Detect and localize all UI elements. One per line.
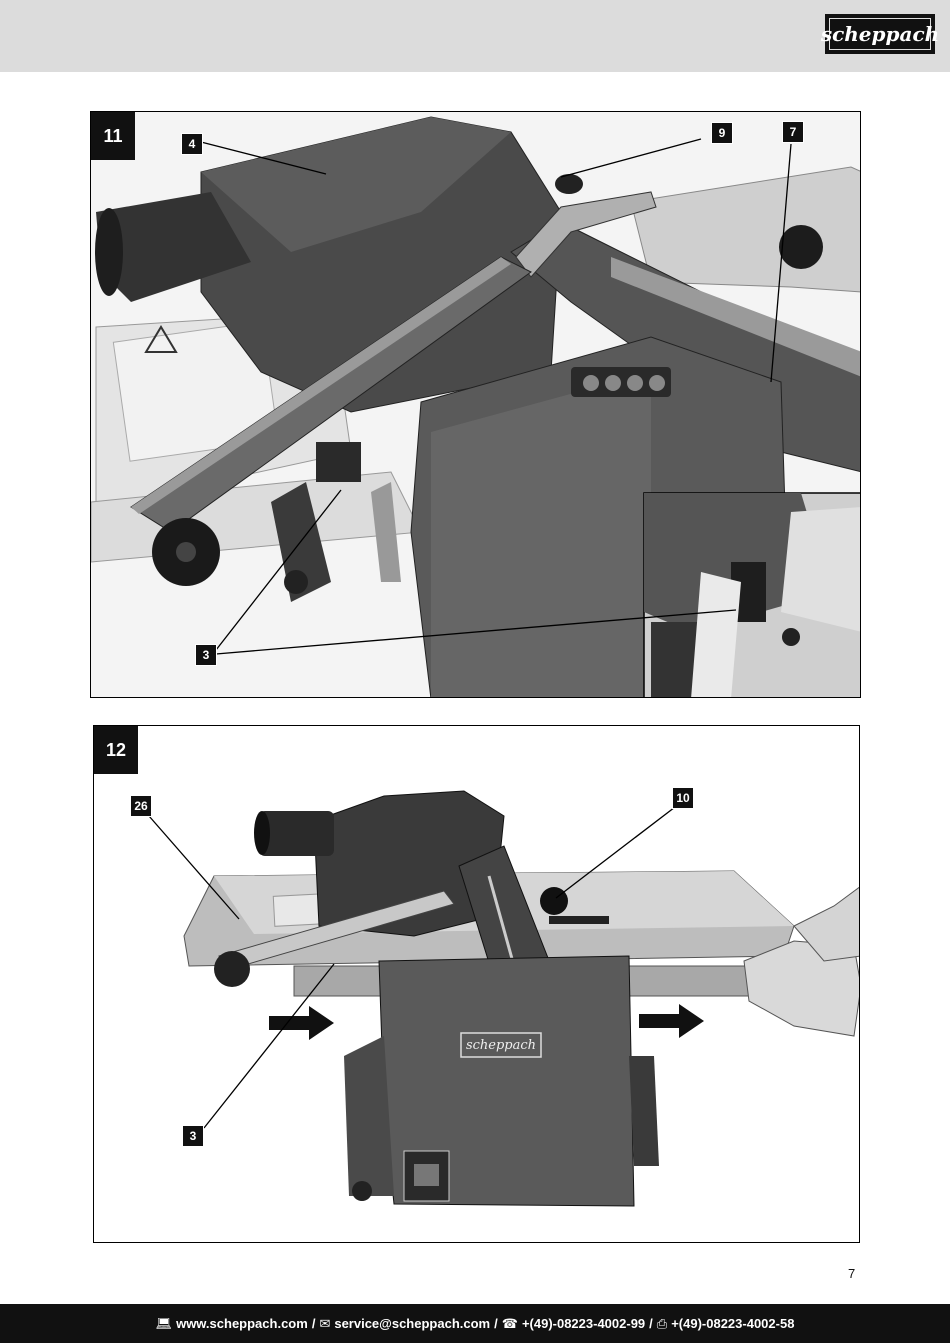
computer-icon: 💻︎ bbox=[155, 1315, 173, 1331]
contact-footer: 💻︎ www.scheppach.com / ✉︎ service@schepp… bbox=[0, 1304, 950, 1343]
footer-separator: / bbox=[311, 1316, 316, 1331]
planer-closeup-photo bbox=[91, 112, 860, 697]
callout-10: 10 bbox=[672, 787, 694, 809]
planer-full-view-photo bbox=[94, 726, 859, 1242]
brand-logo-text: scheppach bbox=[821, 18, 939, 50]
page-number: 7 bbox=[848, 1266, 856, 1281]
phone-number: +(49)-08223-4002-99 bbox=[521, 1316, 646, 1331]
fax-number: +(49)-08223-4002-58 bbox=[671, 1316, 795, 1331]
footer-separator: / bbox=[494, 1316, 498, 1331]
figure-number: 11 bbox=[91, 112, 135, 160]
machine-logo: scheppach bbox=[465, 1037, 537, 1053]
footer-separator: / bbox=[649, 1316, 653, 1331]
callout-26: 26 bbox=[130, 795, 152, 817]
callout-7: 7 bbox=[782, 121, 804, 143]
fax-icon: ⎙︎ bbox=[656, 1315, 668, 1331]
figure-11: 11 bbox=[90, 111, 861, 698]
telephone-icon: ☎︎ bbox=[501, 1315, 518, 1331]
envelope-icon: ✉︎ bbox=[319, 1315, 331, 1331]
figure-12: 12 bbox=[93, 725, 860, 1243]
brand-logo: scheppach bbox=[821, 14, 939, 54]
website-link[interactable]: www.scheppach.com bbox=[176, 1316, 308, 1331]
page-header: scheppach bbox=[0, 0, 950, 72]
callout-3: 3 bbox=[182, 1125, 204, 1147]
callout-3: 3 bbox=[195, 644, 217, 666]
figure-number: 12 bbox=[94, 726, 138, 774]
email-link[interactable]: service@scheppach.com bbox=[334, 1316, 491, 1331]
callout-4: 4 bbox=[181, 133, 203, 155]
callout-9: 9 bbox=[711, 122, 733, 144]
